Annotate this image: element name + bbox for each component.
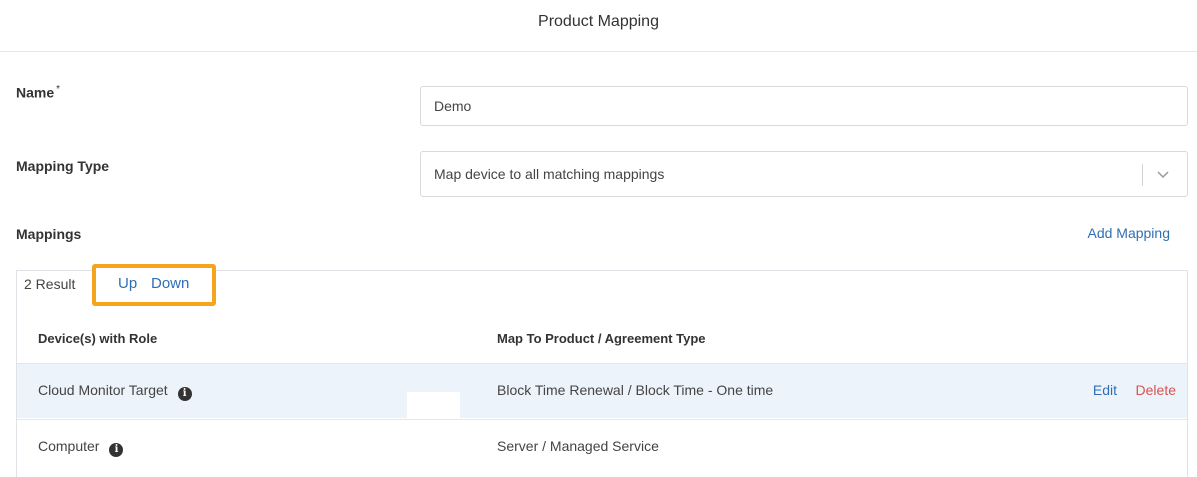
move-down-link[interactable]: Down <box>151 275 190 292</box>
name-label: Name* <box>16 84 61 101</box>
mapping-type-value: Map device to all matching mappings <box>434 166 665 182</box>
mappings-table: 2 Result Up Down Device(s) with Role Map… <box>16 264 1188 477</box>
mapping-type-label: Mapping Type <box>16 158 110 174</box>
name-input[interactable] <box>420 86 1188 126</box>
page-title: Product Mapping <box>538 13 659 30</box>
column-header-device: Device(s) with Role <box>38 331 158 346</box>
info-icon[interactable]: i <box>109 443 124 457</box>
add-mapping-link[interactable]: Add Mapping <box>1087 225 1170 241</box>
mapping-type-select[interactable]: Map device to all matching mappings <box>420 151 1188 197</box>
column-header-product: Map To Product / Agreement Type <box>497 331 706 346</box>
mappings-label: Mappings <box>16 226 82 242</box>
product-cell: Server / Managed Service <box>497 438 659 454</box>
blank-patch <box>407 392 460 420</box>
edit-link[interactable]: Edit <box>1092 382 1117 398</box>
modal-header: Product Mapping <box>0 0 1197 52</box>
product-cell: Block Time Renewal / Block Time - One ti… <box>497 382 774 398</box>
table-header: Device(s) with Role Map To Product / Agr… <box>17 317 1187 363</box>
select-separator <box>1142 164 1143 186</box>
delete-link[interactable]: Delete <box>1135 382 1176 398</box>
reorder-highlight: Up Down <box>92 264 216 306</box>
move-up-link[interactable]: Up <box>118 275 138 292</box>
chevron-down-icon[interactable] <box>1151 162 1175 186</box>
results-count: 2 Result <box>24 276 76 292</box>
info-icon[interactable]: i <box>177 387 192 401</box>
required-asterisk: * <box>56 84 61 95</box>
